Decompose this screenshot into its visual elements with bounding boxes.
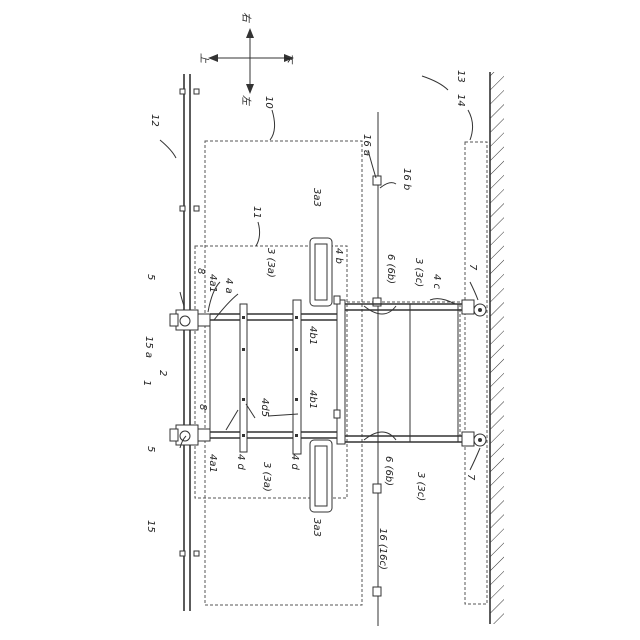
floor-hatching [490,72,504,624]
rail-16-bracket [373,484,381,493]
compass-top-label: 右 [240,12,252,24]
bracket-4b1-bottom [334,410,340,418]
label-2: 2 [157,370,168,376]
region-14 [465,142,487,604]
label-7-top: 7 [467,264,478,271]
label-3a3-bottom: 3a3 [311,518,322,537]
label-4b: 4 b [333,248,344,264]
compass-bottom-label: 左 [240,95,252,106]
arm-3a3-top-outer [310,238,332,306]
label-4d5: 4d5 [259,398,270,417]
label-15: 15 [145,520,156,533]
label-3-3a-bottom: 3 (3a) [261,462,272,492]
label-3-3a-top: 3 (3a) [265,248,276,278]
compass-right-label: 下 [282,53,293,65]
label-1: 1 [141,380,152,386]
label-16a: 16 a [361,134,372,156]
label-4b1-bottom: 4b1 [307,390,318,409]
caster-7-bottom [462,432,486,446]
label-4d-2: 4 d [289,454,300,471]
arm-3a3-bottom-outer [310,440,332,512]
label-13: 13 [455,70,466,83]
label-3-3c-top: 3 (3c) [413,258,424,287]
plate-4b [337,300,345,444]
label-8-top: 8 [195,268,206,274]
label-3a3-top: 3a3 [311,188,322,207]
floor-13 [490,72,504,624]
label-4a: 4 a [223,278,234,294]
cross-bar-4d-1 [240,304,247,452]
lower-frame-outline [342,302,460,436]
label-4a1-top: 4a1 [207,274,218,293]
label-4b1-top: 4b1 [307,326,318,345]
slider-arm-3a3-top [310,238,332,306]
hanger-4a1-bottom [198,429,210,441]
hanger-4a1-top [198,314,210,326]
label-12: 12 [149,114,160,127]
caster-7-top [462,300,486,316]
label-11: 11 [251,206,262,219]
label-16-16c: 16 (16c) [377,528,388,570]
label-3-3c-bottom: 3 (3c) [415,472,426,501]
label-5-top: 5 [145,274,156,280]
main-frame-3 [210,300,340,454]
label-16b: 16 b [401,168,412,190]
slider-arm-3a3-bottom [310,440,332,512]
label-6-6b-bottom: 6 (6b) [383,456,394,486]
label-6-6b-top: 6 (6b) [385,254,396,284]
label-15a: 15 a [143,336,154,358]
rail-16-bracket [373,587,381,596]
label-7-bottom: 7 [465,474,476,481]
bracket-4b1-top [334,296,340,304]
hanger-5-bottom [170,425,210,445]
label-10: 10 [263,96,274,109]
cross-bar-4d-2 [293,300,301,454]
lower-frame-3c [345,304,462,442]
compass-left-label: 上 [198,53,210,64]
label-4d-1: 4 d [235,454,246,471]
label-4a1-bottom: 4a1 [207,454,218,473]
label-8-bottom: 8 [197,404,208,410]
label-14: 14 [455,94,466,107]
hanger-5-top [170,310,210,330]
upper-rail-15 [180,74,199,611]
label-4c: 4 c [431,274,442,290]
direction-compass: 右 左 上 下 [198,12,294,106]
label-5-bottom: 5 [145,446,156,452]
rail-16-bracket [373,176,381,185]
